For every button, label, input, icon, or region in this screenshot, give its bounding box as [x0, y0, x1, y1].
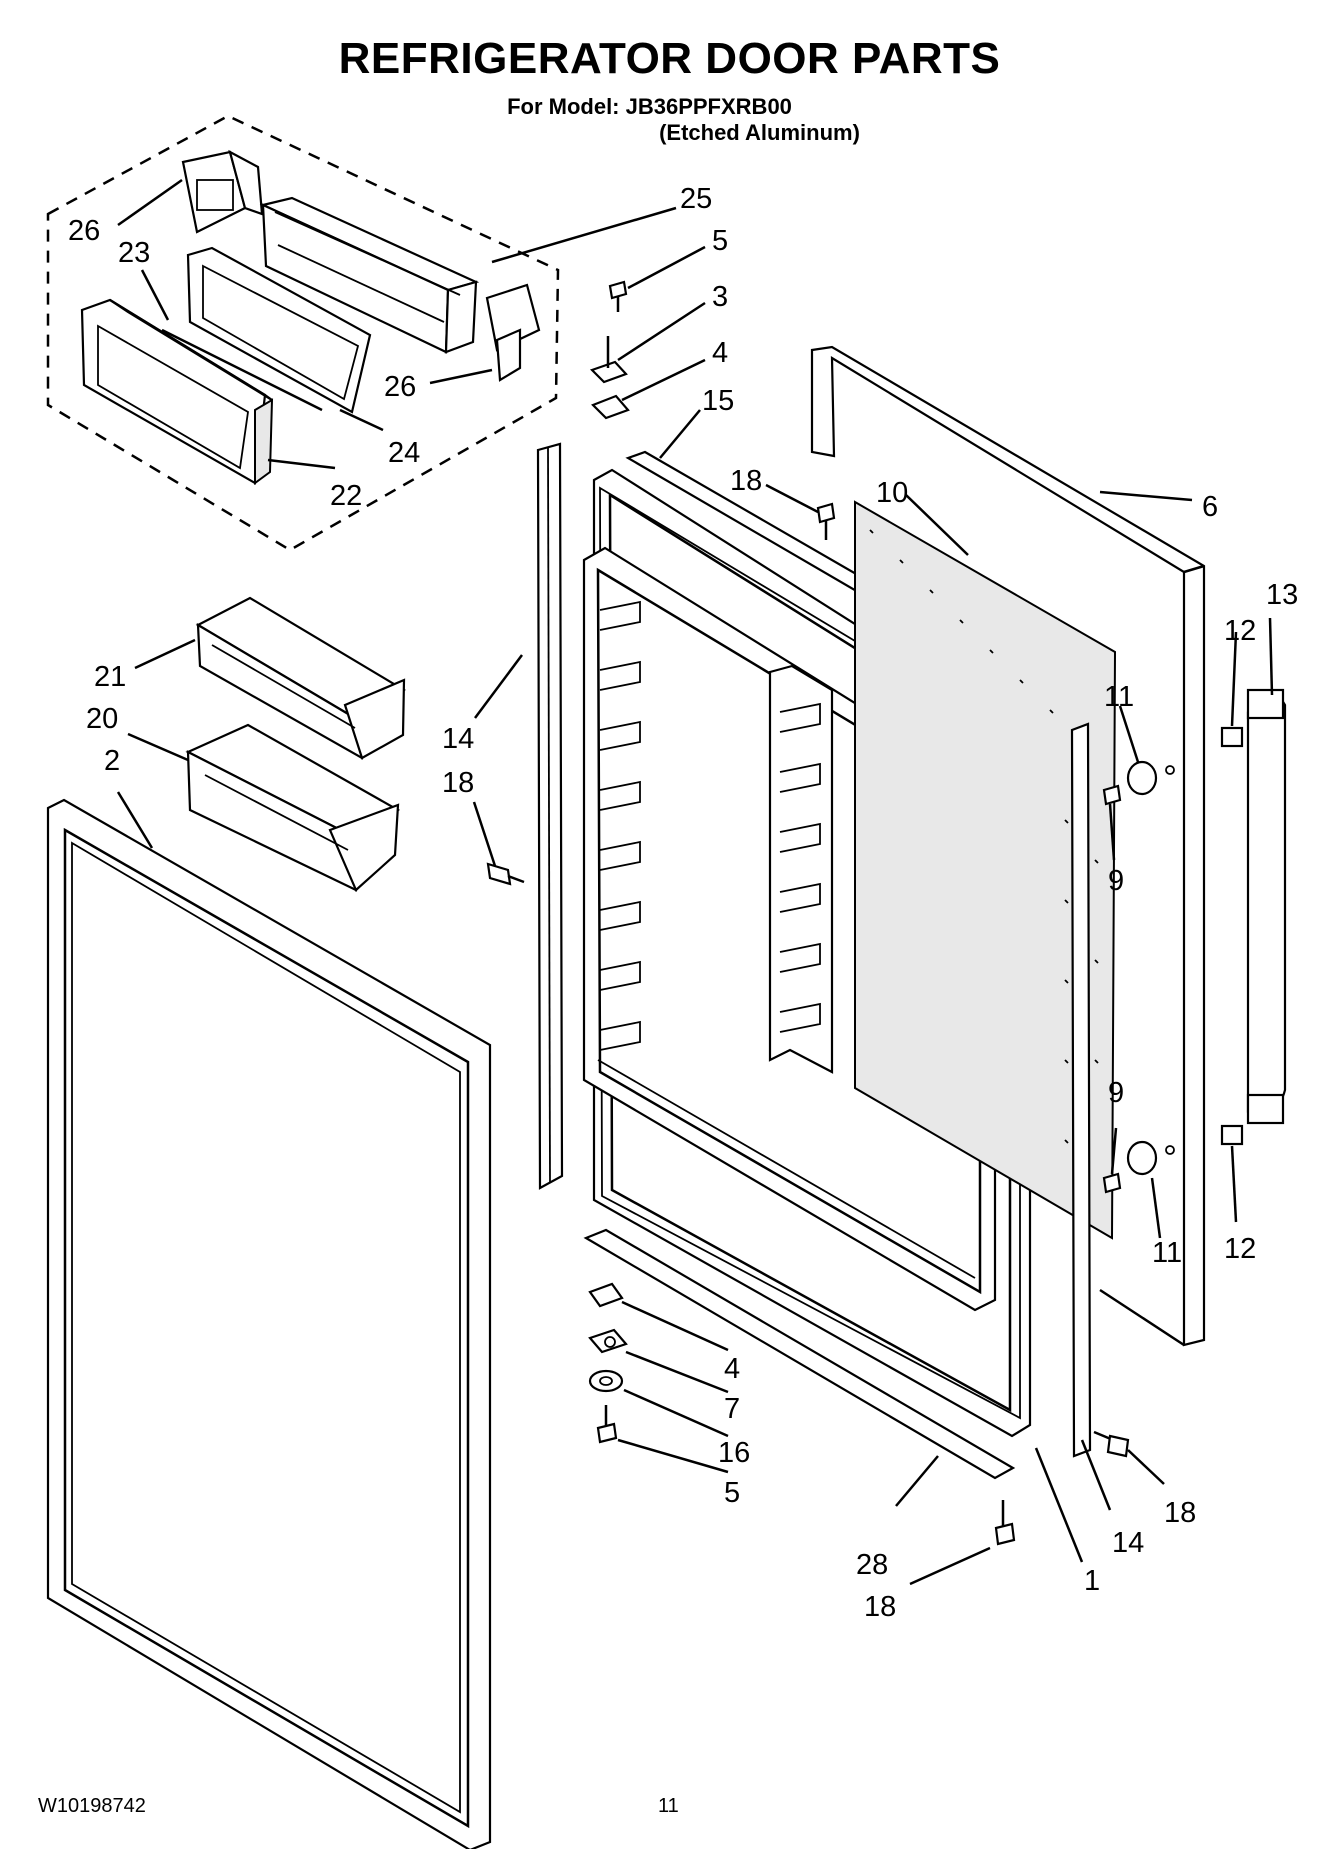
part-5-screw-top	[608, 280, 628, 312]
model-number: For Model: JB36PPFXRB00	[507, 94, 792, 119]
part-13-door-handle	[1246, 688, 1287, 1125]
part-24-frame	[186, 246, 372, 414]
callout-23: 23	[118, 237, 150, 269]
part-12-stud-upper	[1220, 726, 1244, 748]
callout-9-upper: 9	[1108, 865, 1124, 897]
callout-25: 25	[680, 183, 712, 215]
door-center-rib	[768, 664, 834, 1074]
callout-12-upper: 12	[1224, 615, 1256, 647]
document-number: W10198742	[38, 1795, 146, 1817]
part-25-pan	[259, 196, 480, 354]
part-22-pan-front	[80, 298, 274, 485]
callout-12-lower: 12	[1224, 1233, 1256, 1265]
callout-13: 13	[1266, 579, 1298, 611]
callout-18-left: 18	[442, 767, 474, 799]
callout-10: 10	[876, 477, 908, 509]
callout-5-bottom: 5	[724, 1477, 740, 1509]
callout-26-right: 26	[384, 371, 416, 403]
callout-9-lower: 9	[1108, 1077, 1124, 1109]
part-9-bolt-lower	[1102, 1172, 1122, 1194]
part-9-bolt-upper	[1102, 784, 1122, 806]
screw-18-top	[816, 502, 836, 540]
callout-18-bottom: 18	[864, 1591, 896, 1623]
callout-1: 1	[1084, 1565, 1100, 1597]
callout-4-bottom: 4	[724, 1353, 740, 1385]
callout-15: 15	[702, 385, 734, 417]
finish-label: (Etched Aluminum)	[659, 120, 860, 145]
part-26-end-cap-right	[485, 283, 541, 382]
callout-14-right: 14	[1112, 1527, 1144, 1559]
callout-18-top: 18	[730, 465, 762, 497]
part-4-hinge-shim-top	[591, 394, 630, 420]
part-5-screw-bottom	[596, 1405, 618, 1444]
callout-24: 24	[388, 437, 420, 469]
part-11-plate-upper	[1126, 760, 1175, 796]
callout-20: 20	[86, 703, 118, 735]
part-3-top-hinge	[589, 336, 628, 384]
callout-7: 7	[724, 1393, 740, 1425]
callout-11-upper: 11	[1104, 681, 1134, 713]
callout-21: 21	[94, 661, 126, 693]
part-28-bottom-trim	[583, 1228, 1016, 1480]
part-14-side-trim-left	[536, 442, 564, 1190]
part-23-strip	[161, 328, 323, 412]
part-12-stud-lower	[1220, 1124, 1244, 1146]
callout-numbers: 25 26 23 5 3 4 26 15 24 22 18 10 6 13 12…	[68, 183, 1298, 1623]
pan-assembly-dashed-box	[46, 114, 560, 552]
part-26-end-cap-left	[181, 149, 264, 234]
callout-26-upper: 26	[68, 215, 100, 247]
part-16-washer	[588, 1369, 624, 1393]
callout-11-lower: 11	[1152, 1237, 1182, 1269]
callout-28: 28	[856, 1549, 888, 1581]
screw-18-bottom	[994, 1500, 1016, 1546]
callout-5-top: 5	[712, 225, 728, 257]
leader-lines	[116, 178, 1274, 1586]
page-number: 11	[658, 1795, 679, 1817]
page-title: REFRIGERATOR DOOR PARTS	[338, 34, 1001, 83]
callout-4-top: 4	[712, 337, 728, 369]
part-6-outer-door-panel	[810, 345, 1206, 1347]
part-20-door-bin	[185, 723, 400, 892]
part-14-side-trim-right	[1070, 722, 1092, 1458]
part-2-door-gasket	[46, 798, 492, 1849]
callout-2: 2	[104, 745, 120, 777]
part-7-bottom-hinge	[588, 1328, 628, 1354]
callout-14-left: 14	[442, 723, 474, 755]
screw-18-left	[486, 862, 525, 886]
callout-16: 16	[718, 1437, 750, 1469]
callout-22: 22	[330, 480, 362, 512]
part-21-door-bin	[195, 596, 406, 760]
callout-18-right: 18	[1164, 1497, 1196, 1529]
door-shelf-supports-left	[599, 600, 641, 1051]
screw-18-right	[1093, 1430, 1130, 1458]
callout-3: 3	[712, 281, 728, 313]
part-4-hinge-shim-bottom	[588, 1282, 624, 1308]
callout-6: 6	[1202, 491, 1218, 523]
part-11-plate-lower	[1126, 1140, 1175, 1176]
